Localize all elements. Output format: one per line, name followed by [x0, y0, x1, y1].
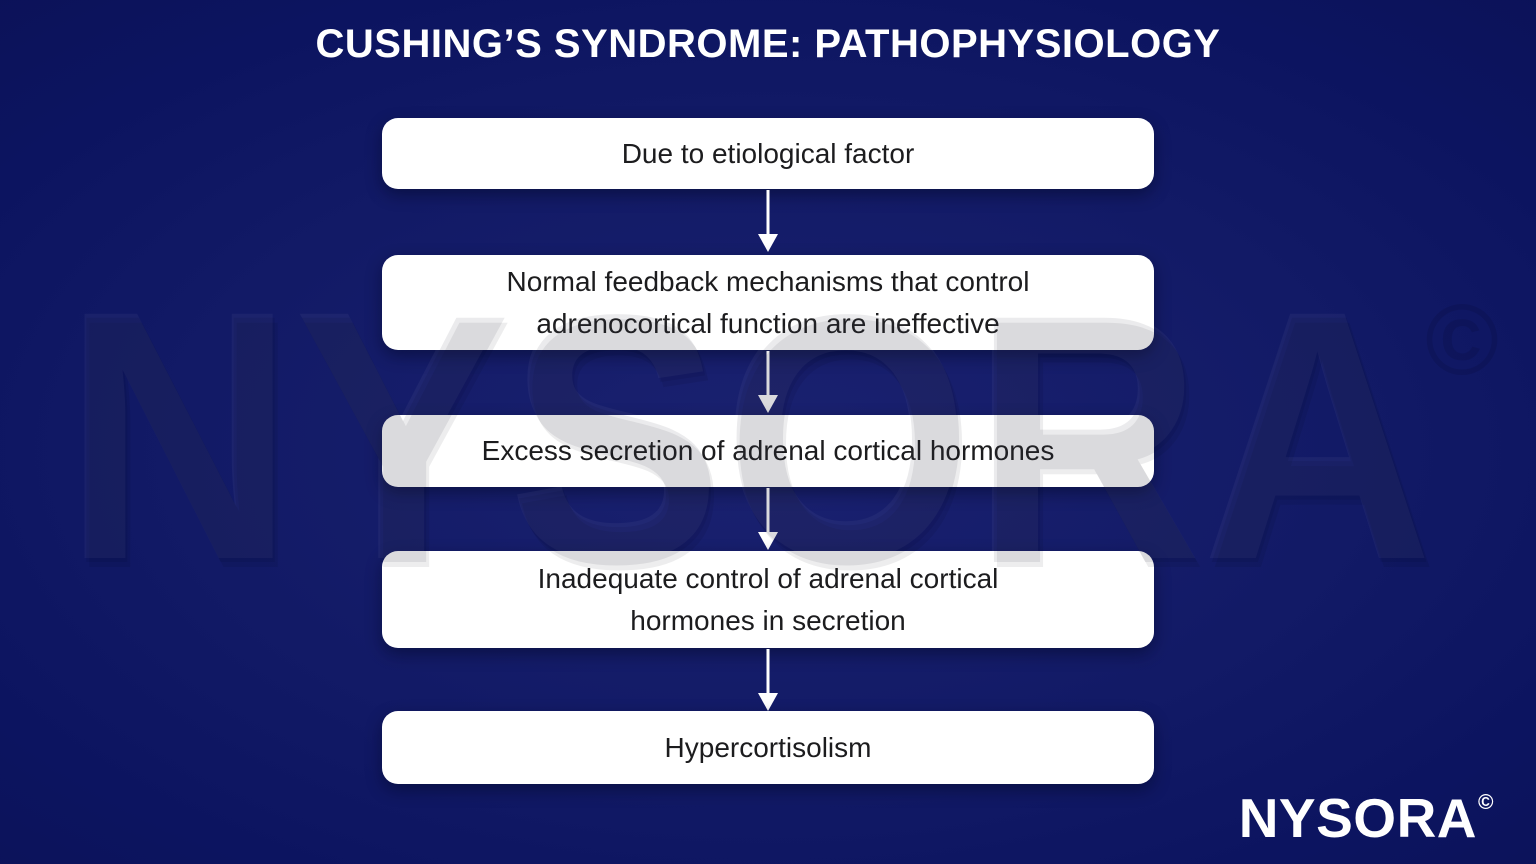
down-arrow-icon — [758, 351, 778, 413]
flow-step: Inadequate control of adrenal cortical h… — [382, 551, 1154, 648]
down-arrow-icon — [758, 649, 778, 711]
flow-step-label: Hypercortisolism — [664, 731, 872, 763]
copyright-mark: © — [1478, 791, 1494, 814]
nysora-logo: NYSORA© — [1239, 775, 1494, 846]
flow-step: Hypercortisolism — [382, 711, 1154, 784]
down-arrow-icon — [758, 488, 778, 550]
flow-step: Due to etiological factor — [382, 118, 1154, 189]
flow-step-label: Due to etiological factor — [621, 137, 915, 169]
flow-step-label: Excess secretion of adrenal cortical hor… — [481, 435, 1055, 466]
down-arrow-icon — [758, 190, 778, 252]
flow-step-label: Inadequate control of adrenal cortical h… — [537, 562, 999, 636]
flow-step: Excess secretion of adrenal cortical hor… — [382, 415, 1154, 487]
page-title: CUSHING’S SYNDROME: PATHOPHYSIOLOGY — [315, 22, 1221, 66]
flow-step: Normal feedback mechanisms that control … — [382, 255, 1154, 350]
flow-step-label: Normal feedback mechanisms that control … — [506, 265, 1030, 339]
watermark-copyright-mark: © — [1425, 284, 1499, 396]
nysora-logo-text: NYSORA — [1238, 787, 1478, 849]
